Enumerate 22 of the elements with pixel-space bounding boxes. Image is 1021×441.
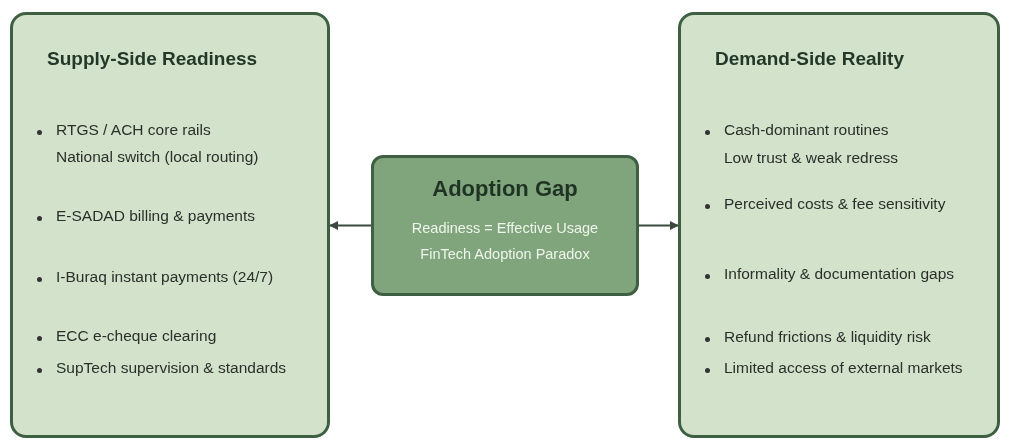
list-item: Refund frictions & liquidity risk bbox=[724, 327, 932, 347]
gap-box bbox=[371, 155, 639, 296]
list-item: ECC e-cheque clearing bbox=[56, 326, 218, 346]
list-item: Informality & documentation gaps bbox=[724, 264, 956, 284]
list-item: Low trust & weak redress bbox=[724, 148, 899, 168]
arrow bbox=[638, 221, 679, 230]
list-item: Perceived costs & fee sensitivity bbox=[724, 194, 947, 214]
arrow bbox=[329, 221, 372, 230]
list-item: SupTech supervision & standards bbox=[56, 358, 288, 378]
box-text: Readiness = Effective Usage bbox=[411, 219, 599, 238]
panel-heading: Supply-Side Readiness bbox=[47, 47, 258, 71]
box-heading: Adoption Gap bbox=[432, 175, 578, 203]
panel-box bbox=[10, 12, 330, 438]
panel-box bbox=[678, 12, 1000, 438]
list-item: Cash-dominant routines bbox=[724, 120, 890, 140]
panel-heading: Demand-Side Reality bbox=[715, 47, 904, 71]
list-item: I-Buraq instant payments (24/7) bbox=[56, 267, 275, 287]
box-text: FinTech Adoption Paradox bbox=[420, 245, 590, 264]
list-item: E-SADAD billing & payments bbox=[56, 206, 256, 226]
list-item: National switch (local routing) bbox=[56, 147, 260, 167]
list-item: Limited access of external markets bbox=[724, 358, 964, 378]
list-item: RTGS / ACH core rails bbox=[56, 120, 212, 140]
